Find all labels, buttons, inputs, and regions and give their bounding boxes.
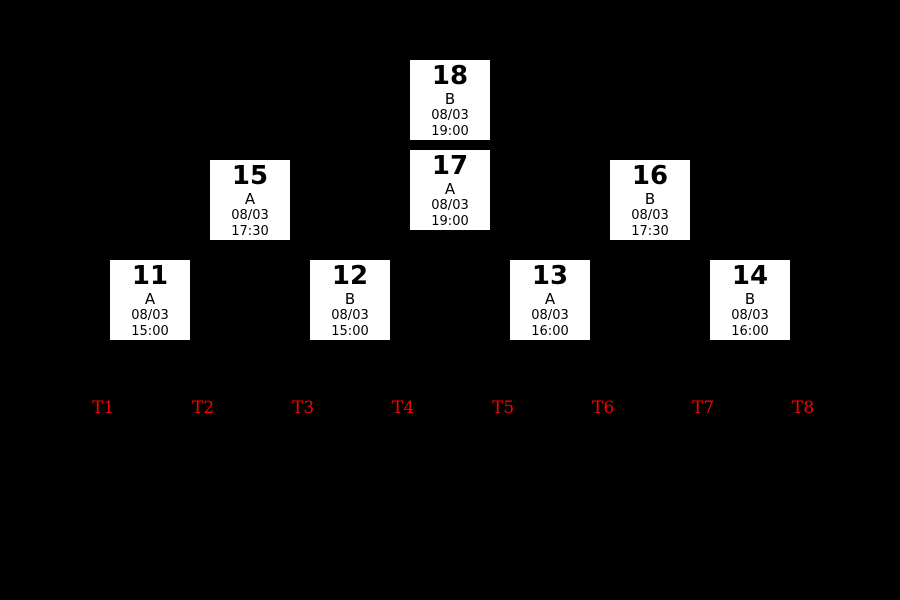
match-box-13: 13 A 08/03 16:00 bbox=[510, 260, 590, 340]
match-box-11: 11 A 08/03 15:00 bbox=[110, 260, 190, 340]
match-date: 08/03 bbox=[431, 107, 469, 123]
match-group: A bbox=[544, 289, 556, 308]
match-box-17: 17 A 08/03 19:00 bbox=[410, 150, 490, 230]
match-time: 19:00 bbox=[431, 213, 469, 229]
match-group: B bbox=[744, 289, 756, 308]
team-slot-t4: T4 bbox=[392, 398, 415, 418]
match-time: 16:00 bbox=[731, 323, 769, 339]
match-date: 08/03 bbox=[531, 307, 569, 323]
match-date: 08/03 bbox=[331, 307, 369, 323]
match-time: 15:00 bbox=[331, 323, 369, 339]
team-slot-t2: T2 bbox=[192, 398, 215, 418]
match-box-18: 18 B 08/03 19:00 bbox=[410, 60, 490, 140]
match-box-15: 15 A 08/03 17:30 bbox=[210, 160, 290, 240]
match-date: 08/03 bbox=[131, 307, 169, 323]
match-number: 12 bbox=[331, 260, 369, 291]
match-box-12: 12 B 08/03 15:00 bbox=[310, 260, 390, 340]
match-time: 16:00 bbox=[531, 323, 569, 339]
match-box-16: 16 B 08/03 17:30 bbox=[610, 160, 690, 240]
match-group: B bbox=[444, 89, 456, 108]
team-slot-t1: T1 bbox=[92, 398, 115, 418]
match-time: 17:30 bbox=[231, 223, 269, 239]
match-number: 18 bbox=[431, 60, 469, 91]
match-box-14: 14 B 08/03 16:00 bbox=[710, 260, 790, 340]
team-slot-t5: T5 bbox=[492, 398, 515, 418]
team-slot-t7: T7 bbox=[692, 398, 715, 418]
match-group: A bbox=[244, 189, 256, 208]
match-number: 13 bbox=[531, 260, 569, 291]
match-date: 08/03 bbox=[731, 307, 769, 323]
team-slot-t3: T3 bbox=[292, 398, 315, 418]
match-group: B bbox=[344, 289, 356, 308]
match-group: A bbox=[144, 289, 156, 308]
match-number: 17 bbox=[431, 150, 469, 181]
team-slot-t6: T6 bbox=[592, 398, 615, 418]
match-number: 14 bbox=[731, 260, 769, 291]
match-group: A bbox=[444, 179, 456, 198]
match-time: 19:00 bbox=[431, 123, 469, 139]
team-slot-t8: T8 bbox=[792, 398, 815, 418]
match-number: 15 bbox=[231, 160, 269, 191]
match-time: 17:30 bbox=[631, 223, 669, 239]
match-group: B bbox=[644, 189, 656, 208]
match-number: 16 bbox=[631, 160, 669, 191]
match-date: 08/03 bbox=[431, 197, 469, 213]
match-date: 08/03 bbox=[231, 207, 269, 223]
match-number: 11 bbox=[131, 260, 169, 291]
match-date: 08/03 bbox=[631, 207, 669, 223]
match-time: 15:00 bbox=[131, 323, 169, 339]
